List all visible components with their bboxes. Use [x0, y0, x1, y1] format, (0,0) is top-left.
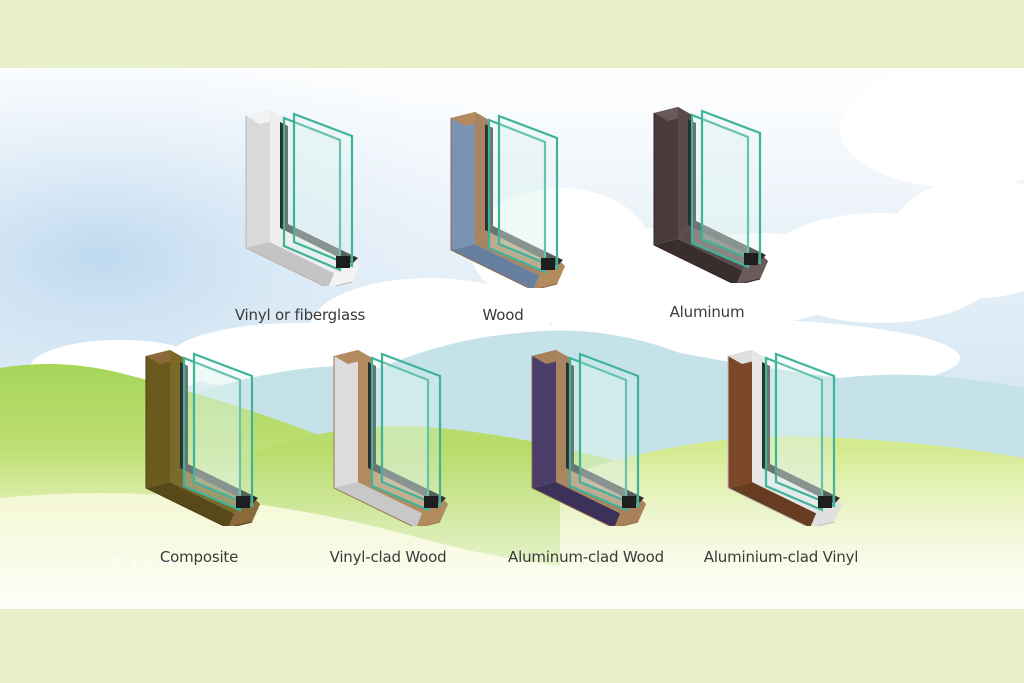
frame-sill-face	[246, 242, 352, 286]
glass-panes	[370, 352, 442, 512]
spacer-block	[744, 253, 758, 265]
landscape-background	[0, 68, 1024, 609]
gasket-horizontal	[280, 224, 358, 264]
frame-vinyl-or-fiberglass	[240, 106, 380, 286]
frame-jamb-face	[728, 350, 752, 488]
frame-caption-aluminum: Aluminum	[669, 303, 745, 321]
frame-sill-face	[334, 482, 440, 526]
glass-panes	[487, 114, 559, 274]
glass-pane-inner	[370, 356, 430, 512]
gasket-horizontal	[762, 464, 840, 504]
glass-pane-inner	[764, 356, 824, 512]
glass-panes	[764, 352, 836, 512]
frame-outline	[653, 113, 761, 283]
gasket-horizontal	[485, 226, 563, 266]
glass-pane-outer	[700, 109, 762, 265]
frame-illustration	[333, 350, 448, 526]
frame-jamb-face	[654, 107, 678, 245]
gasket-horizontal	[368, 464, 446, 504]
frame-wood	[445, 108, 585, 288]
frame-jamb-face	[146, 350, 170, 488]
glass-pane-inner	[690, 113, 750, 269]
spacer-block	[622, 496, 636, 508]
spacer-block	[236, 496, 250, 508]
glass-pane-inner	[487, 118, 547, 274]
frame-sill-face	[654, 239, 760, 283]
glass-panes	[690, 109, 762, 269]
spacer-block	[818, 496, 832, 508]
frame-jamb-face	[451, 112, 475, 250]
glass-panes	[282, 112, 354, 272]
frame-aluminium-clad-vinyl	[722, 346, 862, 526]
frame-sill-face	[728, 482, 834, 526]
frame-vinyl-clad-wood	[328, 346, 468, 526]
spacer-block	[336, 256, 350, 268]
gasket-horizontal	[566, 464, 644, 504]
frame-outline	[727, 356, 835, 526]
glass-panes	[568, 352, 640, 512]
frame-outline	[450, 118, 558, 288]
spacer-block	[424, 496, 438, 508]
glass-pane-inner	[182, 356, 242, 512]
glass-pane-inner	[282, 116, 342, 272]
frame-jamb-face	[334, 350, 358, 488]
frame-caption-composite: Composite	[159, 548, 239, 566]
frame-outline	[145, 356, 253, 526]
frame-illustration	[145, 350, 260, 526]
glass-pane-outer	[192, 352, 254, 508]
frame-composite	[140, 346, 280, 526]
gasket-horizontal	[688, 221, 766, 261]
frame-sill-face	[146, 482, 252, 526]
frame-illustration	[245, 110, 360, 286]
glass-pane-outer	[497, 114, 559, 270]
frame-jamb-face	[532, 350, 556, 488]
frame-sill-face	[451, 244, 557, 288]
frame-outline	[245, 116, 353, 286]
frame-outline	[333, 356, 441, 526]
glass-pane-inner	[568, 356, 628, 512]
frame-jamb-face	[246, 110, 270, 248]
frame-illustration	[653, 107, 768, 283]
frame-aluminum	[648, 103, 788, 283]
frame-illustration	[450, 112, 565, 288]
frame-caption-aluminium-clad-vinyl: Aluminium-clad Vinyl	[703, 548, 859, 566]
glass-pane-outer	[774, 352, 836, 508]
frame-illustration	[727, 350, 842, 526]
glass-pane-outer	[292, 112, 354, 268]
spacer-block	[541, 258, 555, 270]
frame-caption-wood: Wood	[482, 306, 524, 324]
frame-caption-aluminum-clad-wood: Aluminum-clad Wood	[508, 548, 664, 566]
frame-caption-vinyl-clad-wood: Vinyl-clad Wood	[329, 548, 447, 566]
field-dots	[116, 558, 258, 582]
gasket-horizontal	[180, 464, 258, 504]
frame-aluminum-clad-wood	[526, 346, 666, 526]
frame-sill-face	[532, 482, 638, 526]
frame-illustration	[531, 350, 646, 526]
frame-outline	[531, 356, 639, 526]
glass-panes	[182, 352, 254, 512]
glass-pane-outer	[380, 352, 442, 508]
frame-caption-vinyl-or-fiberglass: Vinyl or fiberglass	[234, 306, 366, 324]
glass-pane-outer	[578, 352, 640, 508]
